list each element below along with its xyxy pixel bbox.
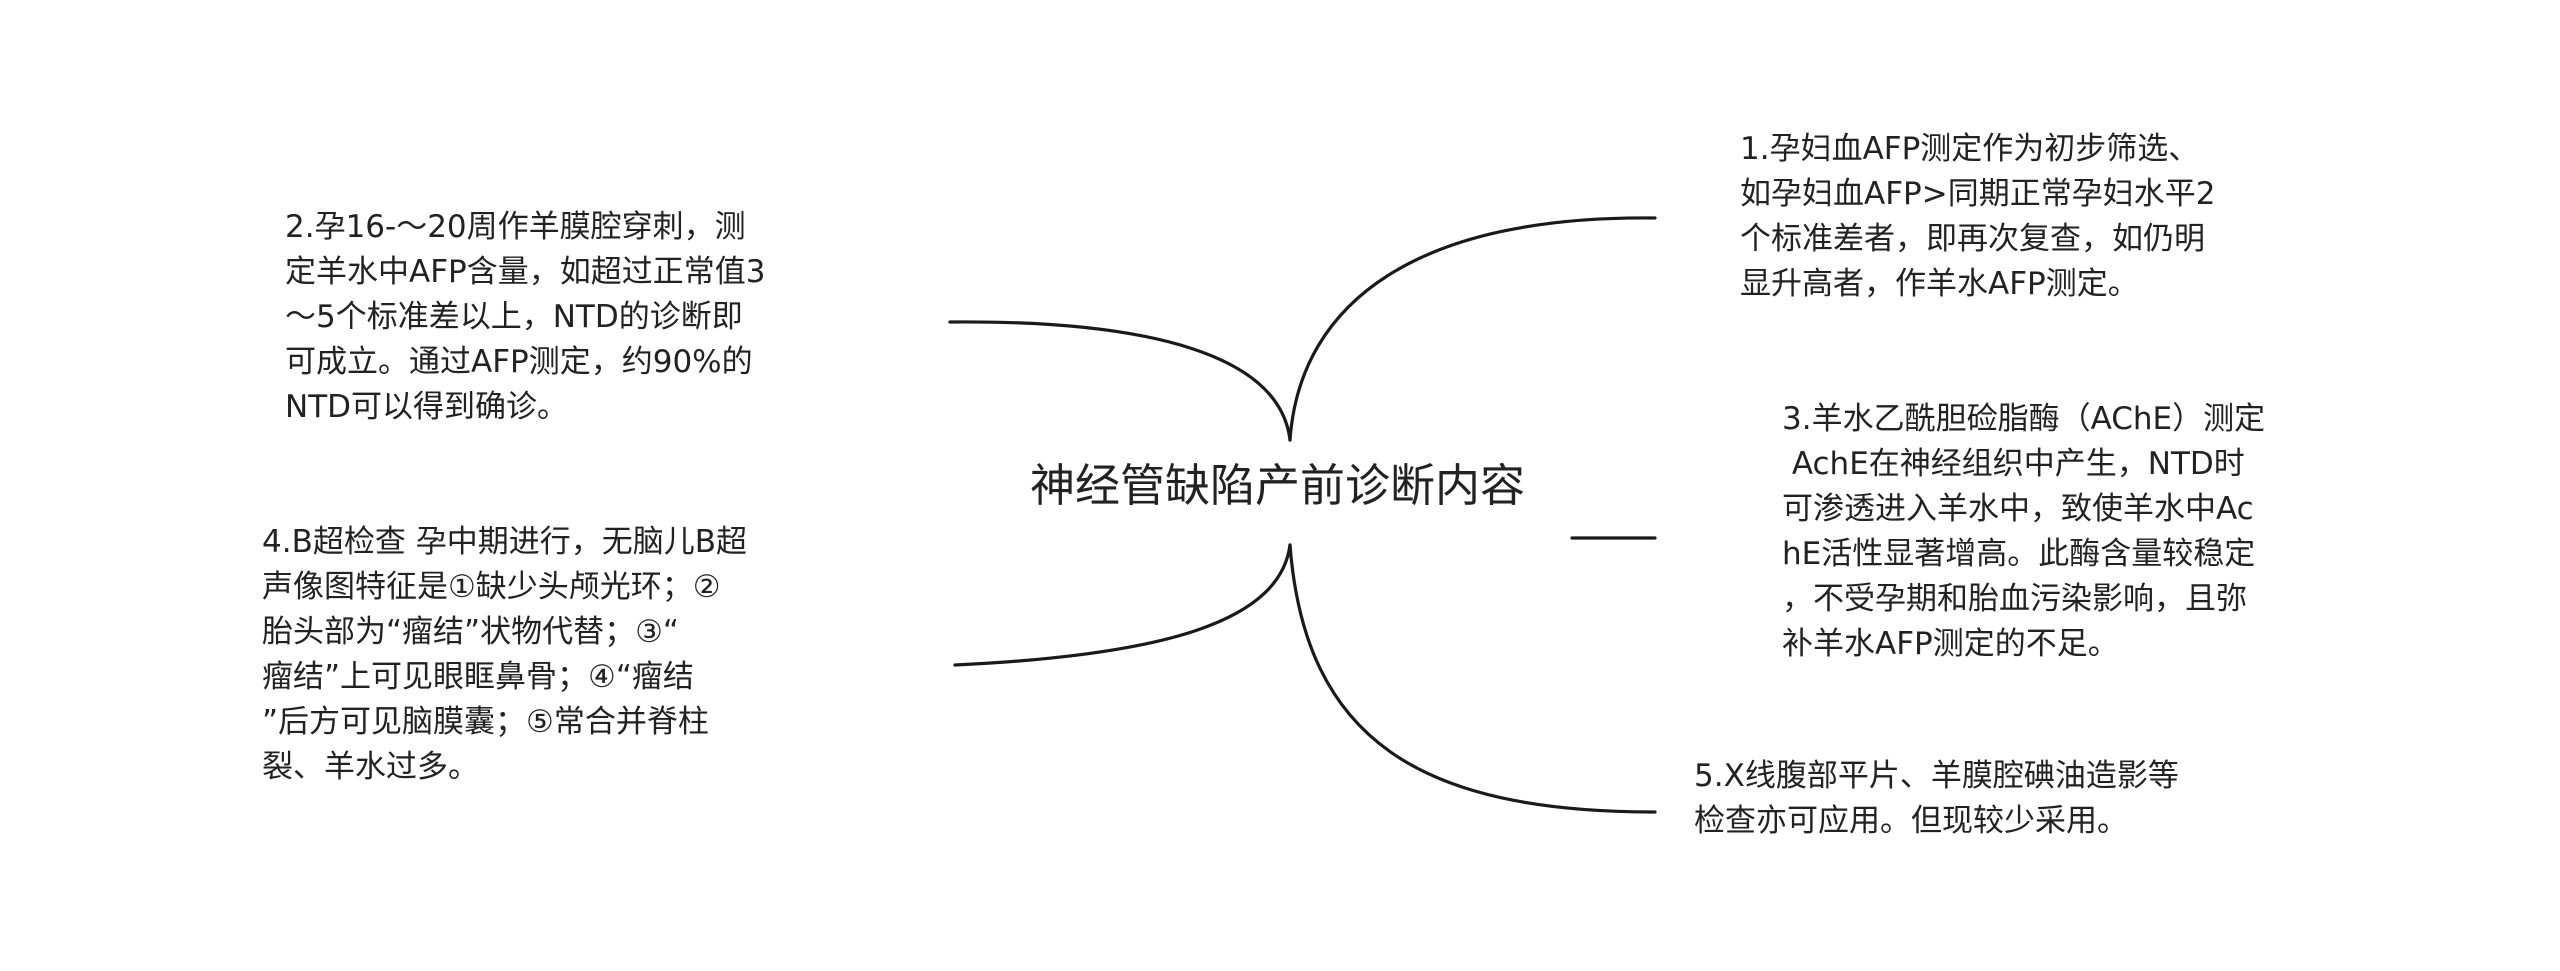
branch-4-line: 声像图特征是①缺少头颅光环；② bbox=[262, 569, 721, 605]
branch-4-line: 裂、羊水过多。 bbox=[262, 749, 479, 785]
branch-node-4[interactable]: 4.B超检查 孕中期进行，无脑儿B超 声像图特征是①缺少头颅光环；② 胎头部为“… bbox=[262, 520, 747, 790]
branch-1-line: 如孕妇血AFP>同期正常孕妇水平2 bbox=[1740, 176, 2216, 212]
branch-node-2[interactable]: 2.孕16-～20周作羊膜腔穿刺，测 定羊水中AFP含量，如超过正常值3 ～5个… bbox=[285, 205, 765, 430]
branch-1-line: 个标准差者，即再次复查，如仍明 bbox=[1740, 221, 2205, 257]
branch-3-line: 可渗透进入羊水中，致使羊水中Ac bbox=[1782, 491, 2254, 527]
branch-4-line: ”后方可见脑膜囊；⑤常合并脊柱 bbox=[262, 704, 709, 740]
branch-node-5[interactable]: 5.X线腹部平片、羊膜腔碘油造影等 检查亦可应用。但现较少采用。 bbox=[1694, 754, 2179, 844]
branch-1-line: 显升高者，作羊水AFP测定。 bbox=[1740, 266, 2139, 302]
connector-branch-1 bbox=[1288, 216, 1657, 442]
branch-3-line: ，不受孕期和胎血污染影响，且弥 bbox=[1782, 581, 2247, 617]
branch-3-line: 3.羊水乙酰胆硷脂酶（AChE）测定 bbox=[1782, 401, 2266, 437]
branch-2-line: 2.孕16-～20周作羊膜腔穿刺，测 bbox=[285, 209, 746, 245]
connector-branch-2 bbox=[948, 320, 1292, 442]
branch-2-line: ～5个标准差以上，NTD的诊断即 bbox=[285, 299, 743, 335]
branch-node-1[interactable]: 1.孕妇血AFP测定作为初步筛选、 如孕妇血AFP>同期正常孕妇水平2 个标准差… bbox=[1740, 127, 2215, 307]
branch-2-line: 定羊水中AFP含量，如超过正常值3 bbox=[285, 254, 766, 290]
branch-3-line: AchE在神经组织中产生，NTD时 bbox=[1782, 446, 2245, 482]
branch-3-line: hE活性显著增高。此酶含量较稳定 bbox=[1782, 536, 2256, 572]
connector-branch-5 bbox=[1288, 543, 1657, 814]
branch-3-line: 补羊水AFP测定的不足。 bbox=[1782, 626, 2119, 662]
branch-5-line: 5.X线腹部平片、羊膜腔碘油造影等 bbox=[1694, 758, 2179, 794]
branch-4-line: 瘤结”上可见眼眶鼻骨；④“瘤结 bbox=[262, 659, 694, 695]
branch-node-3[interactable]: 3.羊水乙酰胆硷脂酶（AChE）测定 AchE在神经组织中产生，NTD时 可渗透… bbox=[1782, 397, 2265, 667]
center-topic[interactable]: 神经管缺陷产前诊断内容 bbox=[1030, 459, 1526, 512]
connector-branch-4 bbox=[953, 543, 1292, 667]
branch-2-line: NTD可以得到确诊。 bbox=[285, 389, 568, 425]
branch-2-line: 可成立。通过AFP测定，约90%的 bbox=[285, 344, 753, 380]
branch-1-line: 1.孕妇血AFP测定作为初步筛选、 bbox=[1740, 131, 2200, 167]
branch-4-line: 胎头部为“瘤结”状物代替；③“ bbox=[262, 614, 679, 650]
branch-4-line: 4.B超检查 孕中期进行，无脑儿B超 bbox=[262, 524, 747, 560]
branch-5-line: 检查亦可应用。但现较少采用。 bbox=[1694, 803, 2128, 839]
